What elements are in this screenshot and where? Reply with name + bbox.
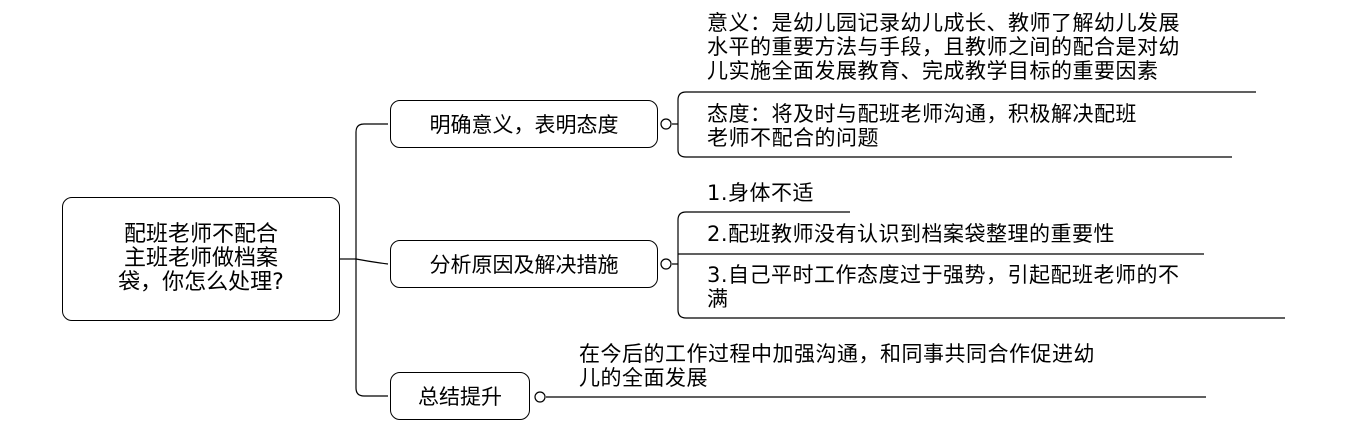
- leaf-line: 满: [707, 287, 729, 311]
- leaf-line: 水平的重要方法与手段，且教师之间的配合是对幼: [707, 35, 1180, 59]
- leaf-line: 老师不配合的问题: [707, 126, 879, 150]
- leaf-line: 1.身体不适: [707, 181, 815, 205]
- branch-2-collapse-dot: [660, 258, 672, 270]
- root-topic-text: 配班老师不配合 主班老师做档案 袋，你怎么处理?: [118, 223, 284, 295]
- branch-topic-3[interactable]: 总结提升: [390, 372, 530, 420]
- trunk-line: [355, 123, 388, 397]
- leaf-line: 态度：将及时与配班老师沟通，积极解决配班: [707, 102, 1137, 126]
- leaf-topic-3-1[interactable]: 在今后的工作过程中加强沟通，和同事共同合作促进幼 儿的全面发展: [579, 342, 1095, 390]
- root-line: 主班老师做档案: [123, 246, 278, 271]
- branch-topic-2[interactable]: 分析原因及解决措施: [390, 240, 658, 288]
- branch-2-group-line: [672, 211, 687, 319]
- leaf-line: 儿的全面发展: [579, 366, 708, 390]
- branch-3-collapse-dot: [534, 391, 546, 403]
- leaf-line: 3.自己平时工作态度过于强势，引起配班老师的不: [707, 263, 1180, 287]
- leaf-topic-1-2[interactable]: 态度：将及时与配班老师沟通，积极解决配班 老师不配合的问题: [707, 102, 1137, 150]
- leaf-topic-2-2[interactable]: 2.配班教师没有认识到档案袋整理的重要性: [707, 222, 1115, 246]
- branch-topic-label: 明确意义，表明态度: [429, 113, 619, 137]
- branch-topic-1[interactable]: 明确意义，表明态度: [390, 100, 658, 148]
- leaf-line: 意义：是幼儿园记录幼儿成长、教师了解幼儿发展: [707, 11, 1180, 35]
- root-line: 袋，你怎么处理?: [118, 270, 284, 295]
- branch-1-group-line: [672, 91, 687, 158]
- leaf-line: 2.配班教师没有认识到档案袋整理的重要性: [707, 222, 1116, 246]
- branch-topic-label: 总结提升: [418, 385, 502, 409]
- root-line: 配班老师不配合: [123, 222, 278, 247]
- leaf-topic-1-1[interactable]: 意义：是幼儿园记录幼儿成长、教师了解幼儿发展 水平的重要方法与手段，且教师之间的…: [707, 11, 1180, 83]
- branch-topic-label: 分析原因及解决措施: [429, 253, 619, 277]
- leaf-line: 在今后的工作过程中加强沟通，和同事共同合作促进幼: [579, 342, 1095, 366]
- branch-1-collapse-dot: [660, 118, 672, 130]
- root-topic[interactable]: 配班老师不配合 主班老师做档案 袋，你怎么处理?: [62, 197, 340, 321]
- branch-2-connector: [355, 258, 389, 265]
- leaf-topic-2-3[interactable]: 3.自己平时工作态度过于强势，引起配班老师的不 满: [707, 263, 1180, 311]
- leaf-topic-2-1[interactable]: 1.身体不适: [707, 181, 814, 205]
- leaf-line: 儿实施全面发展教育、完成教学目标的重要因素: [707, 59, 1159, 83]
